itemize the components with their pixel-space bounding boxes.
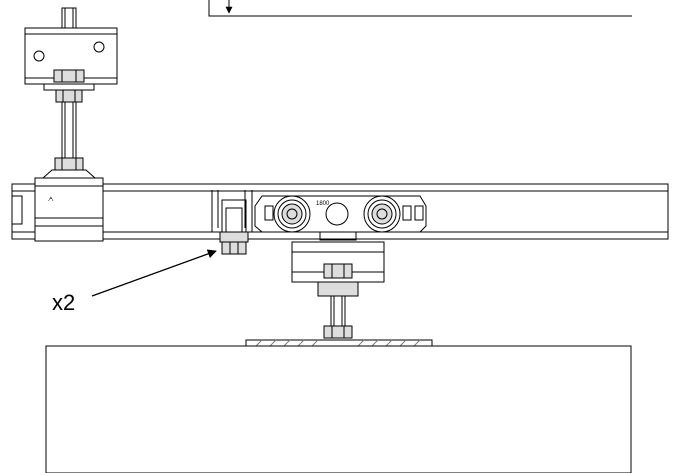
quantity-callout: x2 — [52, 290, 75, 315]
wall-bracket-assembly — [24, 7, 118, 179]
carriage-part-number: 1800 — [316, 201, 330, 207]
callout-leader-arrow — [91, 249, 217, 297]
bracket-hole-right — [93, 41, 105, 53]
roller-carriage — [254, 195, 427, 233]
bracket-hole-left — [33, 50, 45, 62]
bracket-stamp: ᗅ — [48, 196, 54, 203]
center-boss — [325, 202, 349, 226]
hanger-block — [291, 232, 385, 339]
door-top-plate — [245, 339, 433, 347]
door-panel — [45, 345, 632, 473]
top-frame-fragment — [208, 0, 632, 17]
stopper-assembly — [211, 190, 253, 255]
